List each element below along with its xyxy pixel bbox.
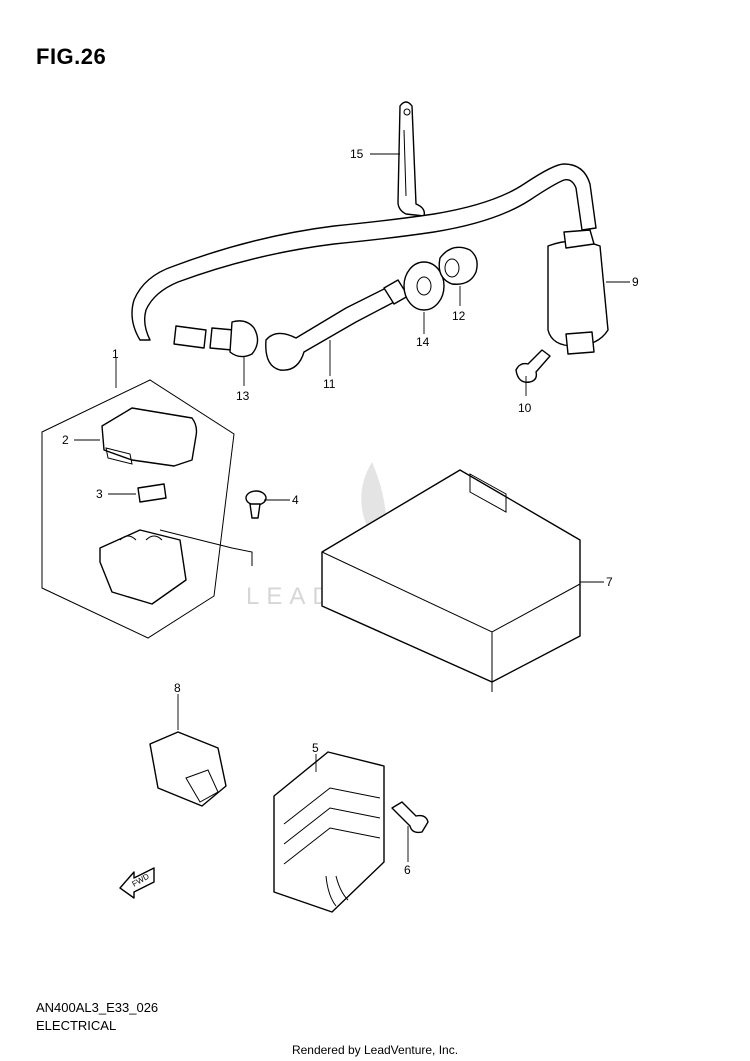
callout-8: 8	[174, 681, 181, 695]
callout-11: 11	[323, 377, 336, 391]
figure-title: FIG.26	[36, 44, 107, 69]
callout-13: 13	[236, 389, 250, 403]
part-5-regulator-rectifier[interactable]	[273, 751, 385, 913]
model-code: AN400AL3_E33_026	[36, 1000, 159, 1015]
part-10-bolt[interactable]	[515, 349, 551, 383]
footer-credit: Rendered by LeadVenture, Inc.	[291, 1043, 459, 1057]
callouts: 1 2 3 4 5 6 7 8 9 10 11 12 13 14 15	[62, 147, 639, 877]
part-1-assembly-outline	[41, 379, 235, 639]
starter-relay[interactable]	[99, 529, 253, 605]
part-8-connector[interactable]	[149, 731, 227, 807]
fwd-arrow-icon: FWD	[119, 867, 155, 899]
callout-14: 14	[416, 335, 430, 349]
callout-4: 4	[292, 493, 299, 507]
callout-12: 12	[452, 309, 466, 323]
part-12-sleeve[interactable]	[438, 246, 478, 285]
part-11-plug-cap[interactable]	[265, 279, 409, 371]
callout-2: 2	[62, 433, 69, 447]
part-2-cover[interactable]	[101, 407, 198, 467]
callout-5: 5	[312, 741, 319, 755]
section-title: ELECTRICAL	[36, 1018, 117, 1033]
part-6-bolt[interactable]	[391, 801, 429, 834]
callout-9: 9	[632, 275, 639, 289]
part-7-ecm[interactable]	[321, 469, 581, 692]
part-3-fuse[interactable]	[137, 483, 167, 503]
part-9-ignition-coil[interactable]	[131, 163, 609, 355]
part-14-grommet[interactable]	[403, 261, 445, 311]
callout-6: 6	[404, 863, 411, 877]
leader-lines	[74, 153, 630, 862]
callout-15: 15	[350, 147, 364, 161]
callout-10: 10	[518, 401, 532, 415]
part-13-boot[interactable]	[173, 320, 259, 358]
callout-7: 7	[606, 575, 613, 589]
part-15-clamp[interactable]	[397, 101, 426, 217]
callout-3: 3	[96, 487, 103, 501]
callout-1: 1	[112, 347, 119, 361]
part-4-screw[interactable]	[245, 490, 267, 519]
